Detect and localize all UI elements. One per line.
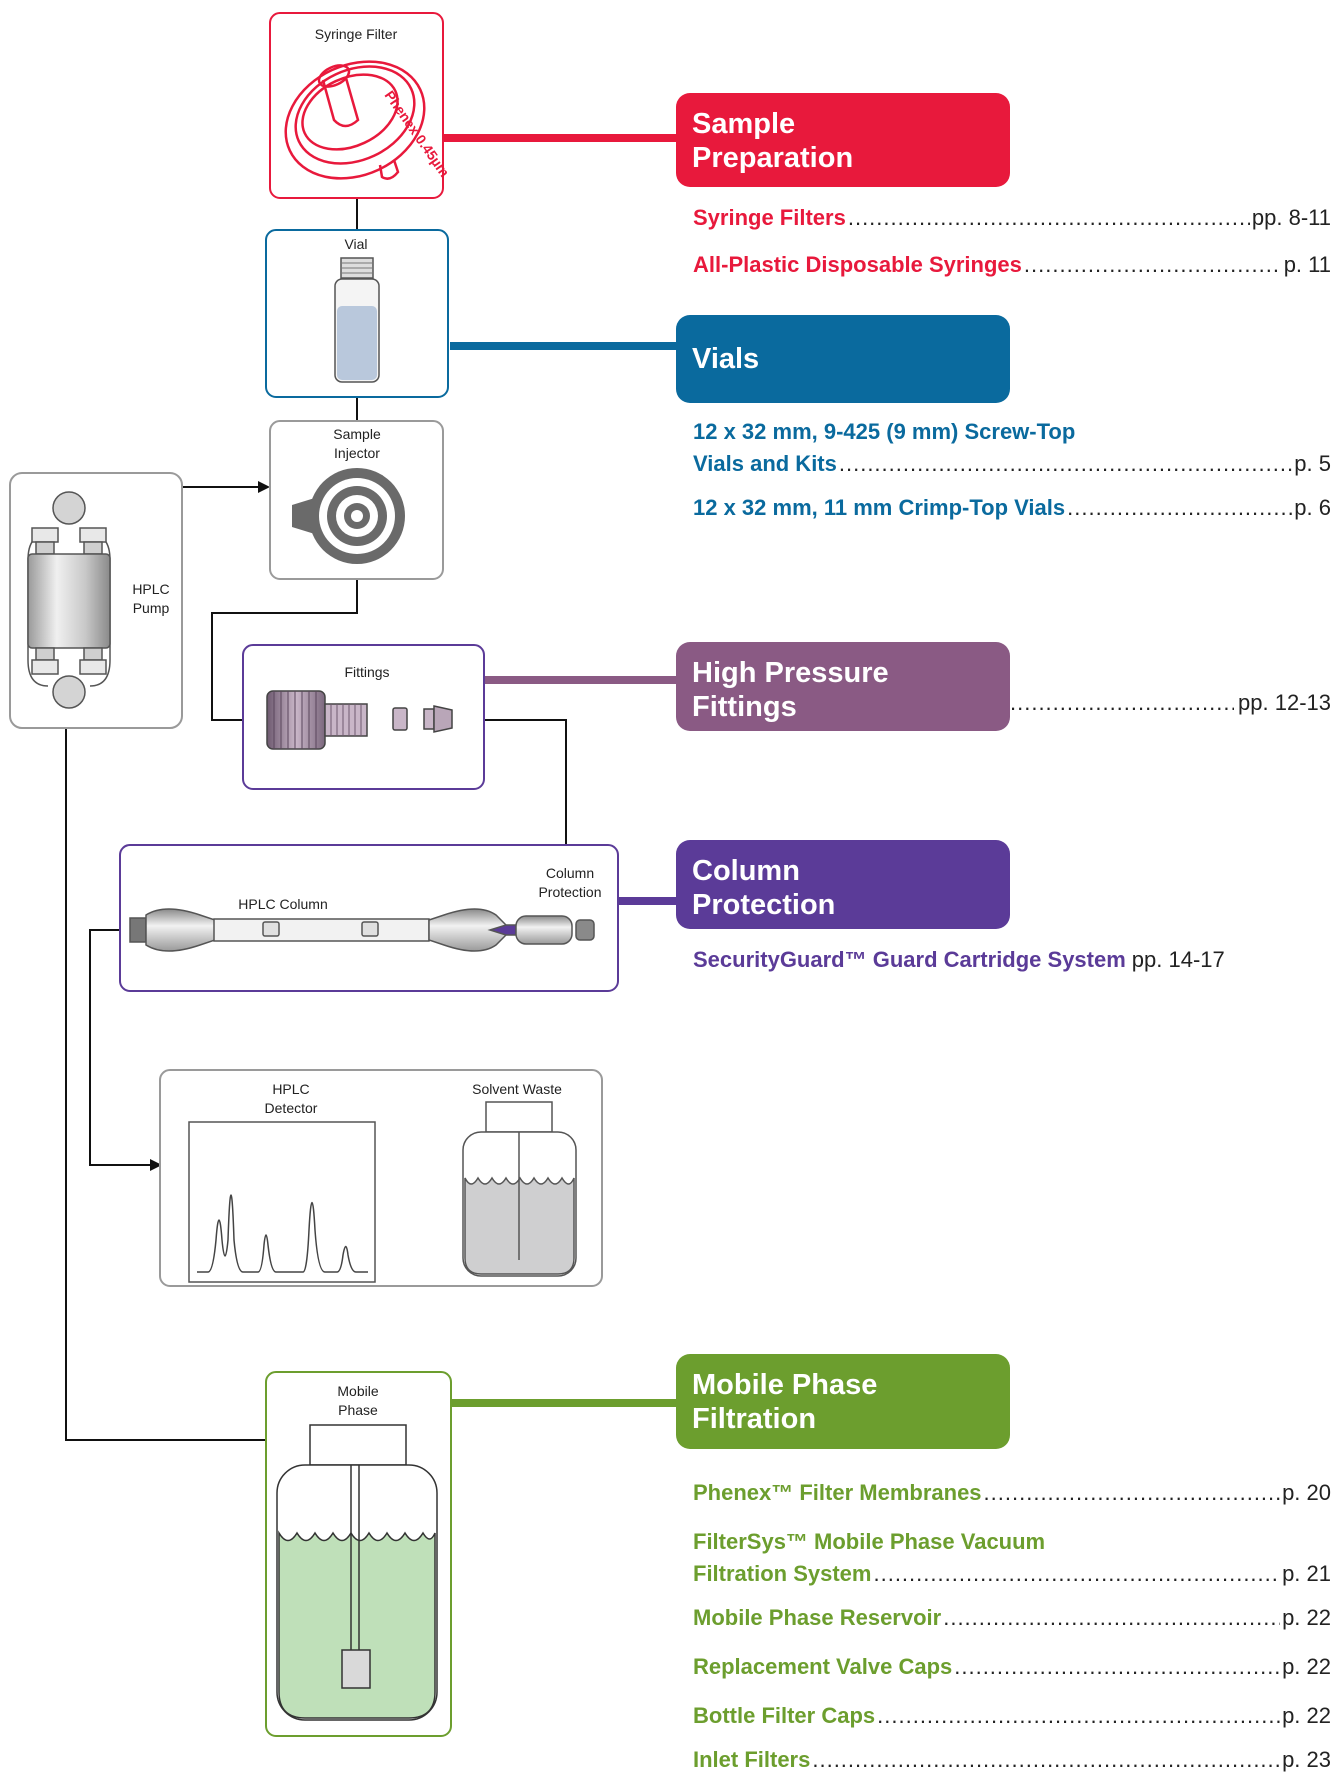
hplc-detector-label-line2: Detector — [265, 1100, 318, 1116]
sample-preparation-title-line1: Sample — [692, 108, 796, 140]
sample-prep-connector — [443, 134, 676, 142]
entry-title: SecurityGuard™ Guard Cartridge System — [693, 947, 1126, 972]
crimp-top-vials-entry[interactable]: 12 x 32 mm, 11 mm Crimp-Top Vials p. 6 — [693, 494, 1331, 521]
solvent-waste-label: Solvent Waste — [472, 1081, 562, 1097]
entry-title: All-Plastic Disposable Syringes — [693, 252, 1022, 277]
sample-injector-label-line2: Injector — [334, 445, 380, 461]
entry-title: Bottle Filter Caps — [693, 1703, 876, 1728]
vial-component: Vial — [265, 229, 449, 398]
high-pressure-fittings-header: High Pressure Fittings — [676, 642, 1010, 731]
entry-page: pp. 12-13 — [1238, 690, 1331, 715]
mobile-phase-label-line1: Mobile — [337, 1383, 378, 1399]
vials-header: Vials — [676, 315, 1010, 403]
chromatogram-icon — [197, 1194, 368, 1273]
hplc-pump-component: HPLC Pump — [9, 472, 183, 729]
sample-injector-component: Sample Injector — [269, 420, 444, 580]
entry-title: Inlet Filters — [693, 1747, 811, 1772]
entry-page: pp. 8-11 — [1251, 205, 1331, 230]
entry-title-line2: Filtration System — [693, 1561, 872, 1586]
mobile-phase-component: Mobile Phase — [265, 1371, 452, 1737]
flow-lines — [65, 198, 567, 1441]
entry-title-line1: FilterSys™ Mobile Phase Vacuum — [693, 1529, 1046, 1554]
entry-page: pp. 14-17 — [1131, 947, 1225, 972]
hplc-detector-label-line1: HPLC — [272, 1081, 309, 1097]
entry-page: p. 6 — [1294, 495, 1331, 520]
hplc-pump-label-line2: Pump — [133, 600, 170, 616]
entry-page: p. 22 — [1282, 1703, 1331, 1728]
injector-icon — [292, 468, 405, 564]
hplc-column-icon — [129, 908, 595, 952]
screw-top-vials-entry[interactable]: 12 x 32 mm, 9-425 (9 mm) Screw-Top Vials… — [693, 418, 1331, 477]
vial-label: Vial — [344, 236, 367, 252]
bottle-filter-caps-entry[interactable]: Bottle Filter Caps p. 22 — [693, 1702, 1331, 1729]
column-protection-header: Column Protection — [676, 840, 1010, 929]
inlet-filters-entry[interactable]: Inlet Filters p. 23 — [693, 1746, 1331, 1773]
column-protection-connector — [618, 897, 676, 905]
column-protection-title-line1: Column — [692, 855, 800, 887]
sample-preparation-header: Sample Preparation — [676, 93, 1010, 187]
sample-preparation-title-line2: Preparation — [692, 142, 854, 174]
entry-title: Mobile Phase Reservoir — [693, 1605, 942, 1630]
fittings-component: Fittings — [242, 644, 485, 790]
hplc-column-label: HPLC Column — [238, 896, 327, 912]
mobile-phase-filtration-title-line1: Mobile Phase — [692, 1369, 878, 1401]
filtersys-entry[interactable]: FilterSys™ Mobile Phase Vacuum Filtratio… — [693, 1528, 1331, 1587]
detector-waste-component: HPLC Detector Solvent Waste — [159, 1069, 603, 1287]
entry-title-line2: Vials and Kits — [693, 451, 837, 476]
mobile-phase-label-line2: Phase — [338, 1402, 378, 1418]
entry-page: p. 21 — [1282, 1561, 1331, 1586]
entry-title: Phenex™ Filter Membranes — [693, 1480, 982, 1505]
high-pressure-fittings-page-ref[interactable]: pp. 12-13 — [1010, 690, 1331, 716]
column-protection-label-line1: Column — [546, 865, 594, 881]
hplc-pump-label-line1: HPLC — [132, 581, 169, 597]
entry-page: p. 22 — [1282, 1654, 1331, 1679]
detector-screen — [188, 1121, 376, 1283]
entry-page: p. 5 — [1294, 451, 1331, 476]
mobile-phase-bottle-icon — [276, 1424, 438, 1721]
sample-injector-label-line1: Sample — [333, 426, 381, 442]
mobile-phase-filtration-header: Mobile Phase Filtration — [676, 1354, 1010, 1449]
column-protection-label-line2: Protection — [538, 884, 601, 900]
syringe-filter-label: Syringe Filter — [315, 26, 398, 42]
entry-page: p. 11 — [1283, 252, 1331, 277]
vials-connector — [450, 342, 676, 350]
entry-title-line1: 12 x 32 mm, 9-425 (9 mm) Screw-Top — [693, 419, 1076, 444]
reservoir-entry[interactable]: Mobile Phase Reservoir p. 22 — [693, 1604, 1331, 1631]
phenex-membranes-entry[interactable]: Phenex™ Filter Membranes p. 20 — [693, 1479, 1331, 1506]
valve-caps-entry[interactable]: Replacement Valve Caps p. 22 — [693, 1653, 1331, 1680]
fittings-connector — [484, 676, 676, 684]
solvent-waste-bottle-icon — [462, 1101, 577, 1277]
entry-page: p. 22 — [1282, 1605, 1331, 1630]
vials-title: Vials — [692, 343, 760, 375]
column-protection-title-line2: Protection — [692, 889, 836, 921]
pump-icon — [27, 491, 111, 709]
fittings-label: Fittings — [344, 664, 389, 680]
fitting-nut-icon — [266, 690, 453, 750]
entry-title: Syringe Filters — [693, 205, 846, 230]
entry-page: p. 23 — [1282, 1747, 1331, 1772]
entry-page: p. 20 — [1282, 1480, 1331, 1505]
syringe-filters-entry[interactable]: Syringe Filters pp. 8-11 — [693, 204, 1331, 231]
mobile-phase-filtration-title-line2: Filtration — [692, 1403, 817, 1435]
disposable-syringes-entry[interactable]: All-Plastic Disposable Syringes p. 11 — [693, 251, 1331, 278]
syringe-filter-icon: Phenex 0.45µm — [284, 60, 453, 180]
vial-icon — [334, 257, 380, 383]
mobile-phase-connector — [451, 1399, 676, 1407]
column-component: HPLC Column Column Protection — [119, 844, 619, 992]
entry-title: 12 x 32 mm, 11 mm Crimp-Top Vials — [693, 495, 1066, 520]
high-pressure-fittings-title-line1: High Pressure — [692, 657, 889, 689]
high-pressure-fittings-title-line2: Fittings — [692, 691, 797, 723]
syringe-filter-component: Syringe Filter Phenex 0.45µm — [269, 12, 453, 199]
entry-title: Replacement Valve Caps — [693, 1654, 953, 1679]
